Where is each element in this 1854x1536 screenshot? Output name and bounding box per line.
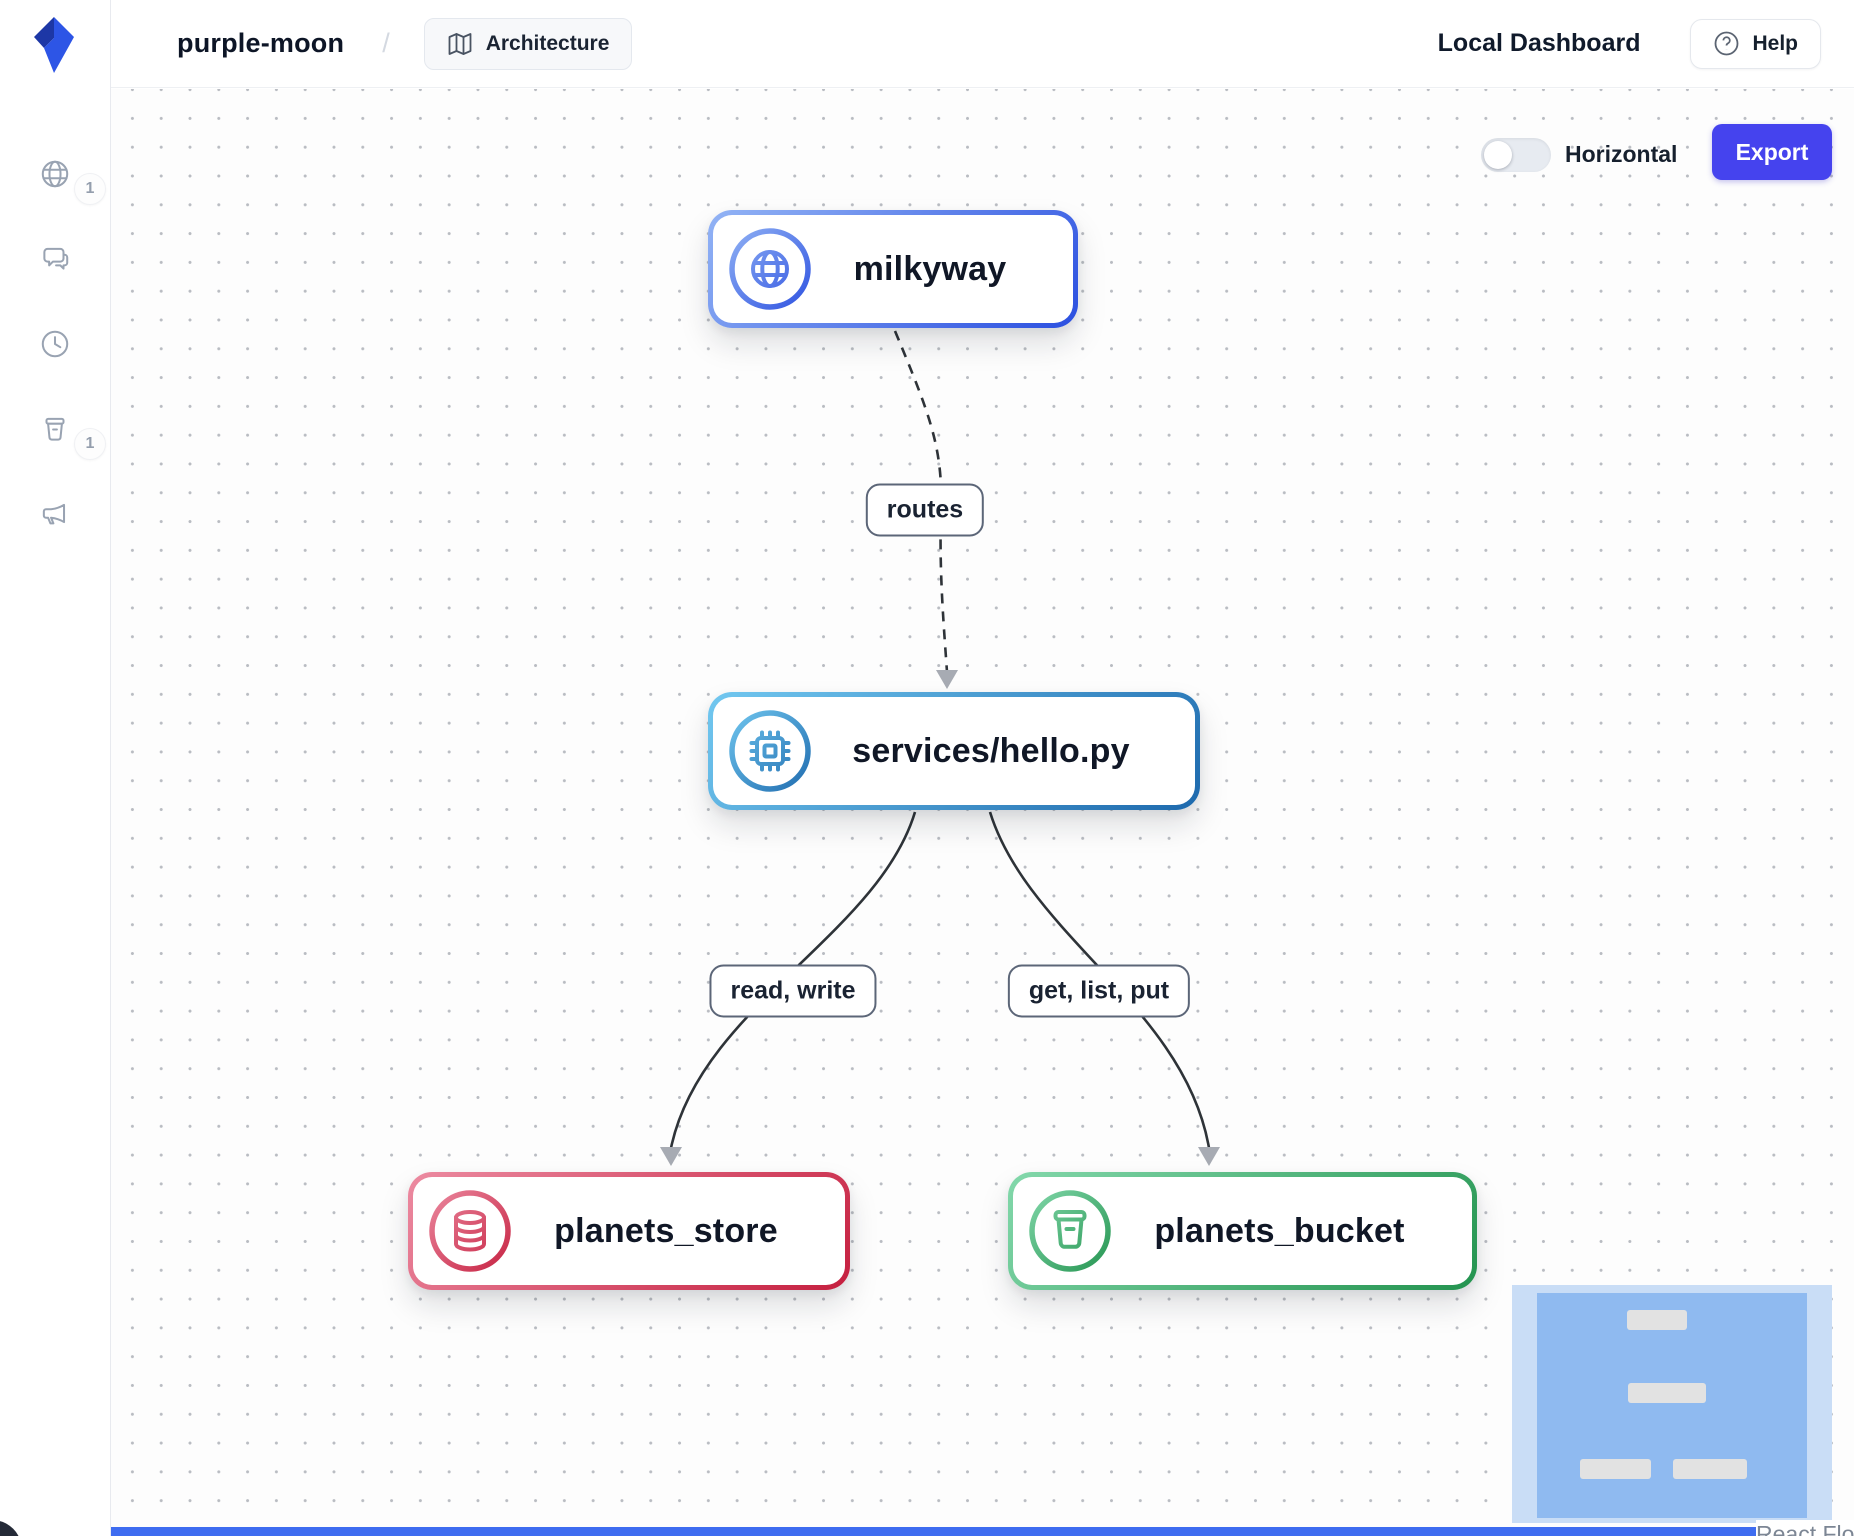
help-button-label: Help [1752, 31, 1798, 55]
cpu-icon [727, 708, 813, 794]
breadcrumb-separator: / [382, 28, 390, 58]
top-header: purple-moon / Architecture Local Dashboa… [110, 0, 1854, 88]
api-globe-icon [727, 226, 813, 312]
bucket-node-icon [1027, 1188, 1113, 1274]
edge-label-routes[interactable]: routes [865, 483, 985, 537]
clock-icon [41, 330, 69, 358]
node-planets-bucket[interactable]: planets_bucket [1008, 1172, 1477, 1290]
apis-count-badge: 1 [74, 173, 106, 205]
node-services-hello[interactable]: services/hello.py [708, 692, 1200, 810]
sidebar: 1 1 [0, 0, 111, 1536]
tab-architecture[interactable]: Architecture [423, 17, 633, 70]
sidebar-item-apis[interactable]: 1 [38, 157, 106, 205]
edge-label-read-write[interactable]: read, write [709, 964, 877, 1018]
minimap[interactable] [1512, 1285, 1832, 1523]
node-label: planets_store [554, 1211, 778, 1250]
minimap-node [1580, 1459, 1651, 1479]
bucket-icon [45, 417, 65, 441]
page-title: Local Dashboard [1437, 29, 1641, 57]
sidebar-item-topics[interactable] [38, 242, 72, 276]
horizontal-toggle[interactable] [1481, 138, 1551, 172]
sidebar-item-buckets[interactable]: 1 [38, 412, 106, 460]
help-button[interactable]: Help [1690, 18, 1821, 69]
question-icon [1715, 31, 1739, 56]
node-planets-store[interactable]: planets_store [408, 1172, 850, 1290]
app-logo-icon[interactable] [31, 16, 77, 74]
minimap-node [1673, 1459, 1747, 1479]
minimap-node [1628, 1383, 1706, 1403]
chat-icon [43, 247, 69, 270]
map-icon [448, 32, 472, 55]
node-label: services/hello.py [852, 731, 1130, 770]
megaphone-icon [42, 503, 66, 525]
project-name: purple-moon [177, 28, 345, 58]
minimap-node [1627, 1310, 1687, 1330]
sidebar-nav: 1 1 [0, 157, 110, 531]
flow-canvas[interactable] [111, 89, 1854, 1536]
node-label: planets_bucket [1154, 1211, 1405, 1250]
node-milkyway[interactable]: milkyway [708, 210, 1078, 328]
buckets-count-badge: 1 [74, 428, 106, 460]
minimap-viewport [1537, 1293, 1807, 1518]
node-label: milkyway [853, 249, 1007, 288]
sidebar-item-websockets[interactable] [38, 497, 72, 531]
toggle-knob [1484, 141, 1512, 169]
edge-label-get-list-put[interactable]: get, list, put [1007, 964, 1191, 1018]
tab-architecture-label: Architecture [485, 31, 610, 55]
bottom-accent-strip [110, 1527, 1854, 1536]
reactflow-attribution[interactable]: React Flow [1756, 1520, 1854, 1536]
database-icon [427, 1188, 513, 1274]
sidebar-item-schedules[interactable] [38, 327, 72, 361]
horizontal-toggle-label: Horizontal [1565, 141, 1678, 167]
export-button[interactable]: Export [1712, 124, 1832, 180]
globe-icon [41, 160, 69, 188]
